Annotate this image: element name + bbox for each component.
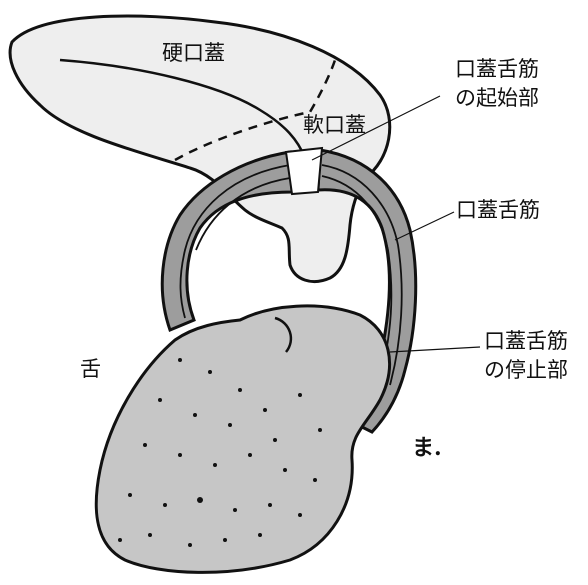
label-hard-palate: 硬口蓋 — [162, 40, 225, 66]
label-insertion-line2: の停止部 — [484, 357, 568, 383]
label-palatoglossus: 口蓋舌筋 — [456, 197, 540, 223]
muscle-origin — [286, 148, 322, 194]
artist-signature: ま. — [412, 435, 442, 461]
label-soft-palate: 軟口蓋 — [303, 112, 366, 138]
label-insertion-line1: 口蓋舌筋 — [484, 328, 568, 354]
label-origin-line1: 口蓋舌筋 — [455, 56, 539, 82]
label-origin-line2: の起始部 — [455, 85, 539, 111]
tongue-shape — [96, 306, 389, 572]
label-tongue: 舌 — [80, 356, 101, 382]
